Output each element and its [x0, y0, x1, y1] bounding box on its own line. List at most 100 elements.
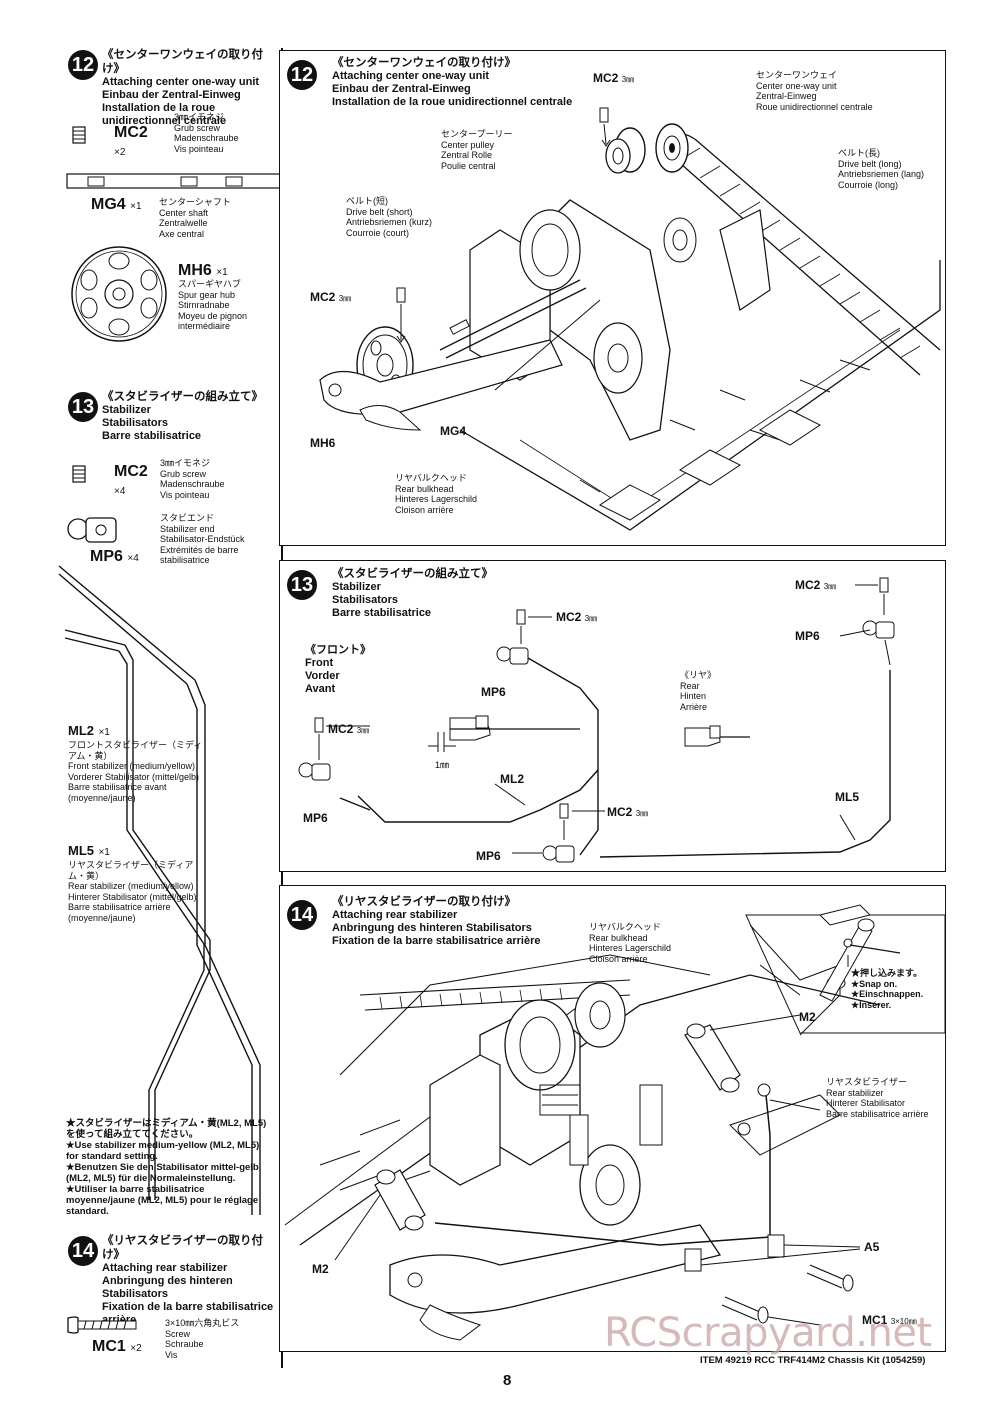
part-fr: Axe central — [159, 228, 205, 239]
stabilizer-end-icon — [67, 517, 117, 543]
panel-13-title-fr: Barre stabilisatrice — [332, 607, 432, 619]
page-number: 8 — [503, 1372, 512, 1389]
label-oneway-de: Zentral-Einweg — [756, 91, 817, 101]
label-rear-stabilizer-en: Rear stabilizer — [826, 1087, 884, 1098]
part-fr: Moyeu de pignon intermédiaire — [178, 310, 248, 332]
part-en: Spur gear hub — [178, 289, 236, 300]
rear-label-de: Hinten — [680, 691, 707, 701]
label-bulkhead-jp: リヤバルクヘッド — [395, 473, 467, 483]
label-belt-short-de: Antriebsriemen (kurz) — [346, 217, 433, 227]
part-code: MC2 — [114, 463, 148, 480]
rear-label-jp: 《リヤ》 — [680, 670, 717, 680]
label-gap: 1㎜ — [435, 760, 450, 770]
part-qty: ×4 — [127, 553, 139, 564]
label-m2-right: M2 — [799, 1010, 816, 1024]
step-12-title-de: Einbau der Zentral-Einweg — [102, 89, 241, 101]
label-mp6: MP6 — [303, 811, 328, 825]
label-rear-stabilizer-de: Hinterer Stabilisator — [826, 1098, 906, 1108]
panel-12-title-jp: 《センターワンウェイの取り付け》 — [332, 57, 516, 69]
part-en: Grub screw — [160, 468, 207, 479]
part-code: MP6 — [90, 548, 123, 565]
rear-stabilizer-install-illustration — [284, 904, 946, 1341]
label-bulkhead-en: Rear bulkhead — [589, 932, 648, 943]
step-13-badge-left: 13 — [68, 392, 98, 422]
part-jp: 3㎜イモネジ — [174, 112, 225, 122]
part-jp: スパーギヤハブ — [178, 279, 241, 289]
part-code: ML2 — [68, 723, 94, 738]
part-jp: フロントスタビライザー（ミディアム・黄） — [68, 740, 203, 761]
step-13-badge: 13 — [287, 570, 317, 600]
part-en: Center shaft — [159, 207, 209, 218]
panel-12-title-fr: Installation de la roue unidirectionnel … — [332, 96, 573, 108]
label-bulkhead-jp: リヤバルクヘッド — [589, 922, 661, 932]
label-belt-short-jp: ベルト(短) — [346, 196, 388, 206]
label-m2-left: M2 — [312, 1262, 329, 1276]
center-oneway-assembly-illustration — [319, 107, 941, 531]
front-label-jp: 《フロント》 — [305, 644, 371, 656]
panel-12-title-de: Einbau der Zentral-Einweg — [332, 83, 471, 95]
step-14-badge-left: 14 — [68, 1236, 98, 1266]
label-belt-short-fr: Courroie (court) — [346, 227, 410, 238]
part-en: Grub screw — [174, 122, 221, 133]
front-label-fr: Avant — [305, 683, 336, 695]
panel-14-title-jp: 《リヤスタビライザーの取り付け》 — [332, 896, 516, 908]
panel-13-title-jp: 《スタビライザーの組み立て》 — [332, 568, 493, 580]
label-ml5: ML5 — [835, 790, 859, 804]
label-rear-stabilizer-jp: リヤスタビライザー — [826, 1077, 908, 1087]
part-qty: ×1 — [98, 727, 110, 738]
label-mc2: MC2 3㎜ — [795, 578, 837, 592]
panel-14-title-fr: Fixation de la barre stabilisatrice arri… — [332, 935, 541, 947]
part-code: ML5 — [68, 843, 94, 858]
label-oneway-en: Center one-way unit — [756, 80, 837, 91]
step-13-title-fr: Barre stabilisatrice — [102, 430, 202, 442]
label-ml2: ML2 — [500, 772, 524, 786]
rear-label-fr: Arrière — [680, 701, 708, 712]
part-qty: ×1 — [130, 201, 142, 212]
panel-13-title-en: Stabilizer — [332, 581, 381, 593]
front-label-de: Vorder — [305, 670, 340, 682]
label-mp6: MP6 — [476, 849, 501, 863]
panel-step-13 — [279, 560, 946, 872]
grub-screw-icon — [72, 465, 86, 483]
label-bulkhead-de: Hinteres Lagerschild — [589, 943, 672, 953]
label-mc2-left: MC2 3㎜ — [310, 290, 352, 304]
part-qty: ×2 — [114, 147, 126, 158]
panel-12-title-en: Attaching center one-way unit — [332, 70, 490, 82]
label-mh6: MH6 — [310, 436, 336, 450]
part-fr: Vis pointeau — [174, 143, 224, 154]
panel-14-title-de: Anbringung des hinteren Stabilisators — [332, 922, 532, 934]
panel-14-title-en: Attaching rear stabilizer — [332, 909, 458, 921]
part-en: Rear stabilizer (medium/yellow) — [68, 881, 194, 891]
center-shaft-illustration — [66, 173, 284, 189]
part-fr: Vis — [165, 1349, 178, 1360]
label-belt-long-en: Drive belt (long) — [838, 158, 902, 169]
part-de: Hinterer Stabilisator (mittel/gelb) — [68, 891, 197, 902]
label-mc2: MC2 3㎜ — [328, 722, 370, 736]
part-en: Screw — [165, 1328, 191, 1339]
label-bulkhead-fr: Cloison arrière — [395, 504, 454, 515]
step-13-title-de: Stabilisators — [102, 417, 169, 429]
label-belt-long-jp: ベルト(長) — [838, 148, 880, 158]
screw-icon — [67, 1316, 137, 1334]
part-qty: ×2 — [130, 1343, 142, 1354]
label-oneway-fr: Roue unidirectionnel centrale — [756, 101, 873, 112]
label-pulley-de: Zentral Rolle — [441, 150, 493, 160]
part-en: Front stabilizer (medium/yellow) — [68, 761, 196, 771]
step-12-badge: 12 — [287, 60, 317, 90]
snap-on-de: ★Einschnappen. — [851, 989, 924, 999]
snap-on-fr: ★Insérer. — [851, 999, 892, 1010]
watermark: RCScrapyard.net — [604, 1310, 932, 1356]
part-en: Stabilizer end — [160, 523, 215, 534]
step-12-title-fr: Installation de la roue unidirectionnel … — [102, 102, 227, 127]
label-mp6: MP6 — [481, 685, 506, 699]
label-belt-long-de: Antriebsriemen (lang) — [838, 169, 925, 179]
label-bulkhead-fr: Cloison arrière — [589, 953, 648, 964]
part-de: Madenschraube — [160, 479, 225, 489]
label-mp6: MP6 — [795, 629, 820, 643]
part-de: Madenschraube — [174, 133, 239, 143]
part-code: MH6 — [178, 262, 212, 279]
step-12-badge-left: 12 — [68, 50, 98, 80]
part-jp: 3㎜イモネジ — [160, 458, 211, 468]
part-de: Vorderer Stabilisator (mittel/gelb) — [68, 771, 200, 782]
grub-screw-icon — [72, 126, 86, 144]
